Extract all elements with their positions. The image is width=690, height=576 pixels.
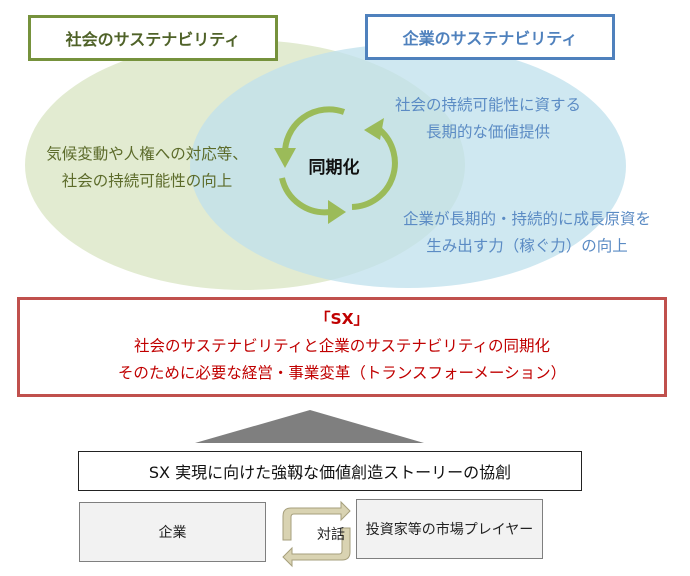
society-text-line-1: 気候変動や人権への対応等、 <box>46 145 248 163</box>
company-party-label: 企業 <box>158 525 187 541</box>
company-title-text: 企業のサステナビリティ <box>402 29 578 48</box>
society-title-text: 社会のサステナビリティ <box>65 30 241 49</box>
sync-label: 同期化 <box>308 158 360 178</box>
company-top-line-1: 社会の持続可能性に資する <box>394 96 581 114</box>
company-party-box: 企業 <box>79 502 266 562</box>
company-earning-power-description: 企業が長期的・持続的に成長原資を 生み出す力（稼ぐ力）の向上 <box>372 206 682 260</box>
triangle-arrow-icon <box>195 410 424 443</box>
cycle-arrowheads <box>274 118 384 224</box>
story-text: SX 実現に向けた強靱な価値創造ストーリーの協創 <box>148 463 512 482</box>
sx-line-1: 社会のサステナビリティと企業のサステナビリティの同期化 <box>133 337 551 355</box>
society-text-line-2: 社会の持続可能性の向上 <box>61 172 233 190</box>
investor-party-label: 投資家等の市場プレイヤー <box>365 522 534 538</box>
company-bottom-line-2: 生み出す力（稼ぐ力）の向上 <box>426 237 628 255</box>
company-value-description: 社会の持続可能性に資する 長期的な価値提供 <box>368 92 608 146</box>
dialogue-label: 対話 <box>317 527 345 543</box>
company-bottom-line-1: 企業が長期的・持続的に成長原資を <box>402 210 651 228</box>
cycle-arrows-icon <box>279 106 398 216</box>
sx-definition-box: 「SX」 社会のサステナビリティと企業のサステナビリティの同期化 そのために必要… <box>17 297 667 397</box>
exchange-arrows-icon <box>282 500 351 568</box>
society-sustainability-title: 社会のサステナビリティ <box>28 15 278 61</box>
company-sustainability-title: 企業のサステナビリティ <box>365 14 615 60</box>
value-creation-story-box: SX 実現に向けた強靱な価値創造ストーリーの協創 <box>78 451 582 491</box>
society-description: 気候変動や人権への対応等、 社会の持続可能性の向上 <box>28 141 266 195</box>
company-ellipse <box>190 44 626 288</box>
investor-party-box: 投資家等の市場プレイヤー <box>356 499 543 559</box>
company-top-line-2: 長期的な価値提供 <box>425 123 550 141</box>
sx-heading: 「SX」 <box>314 310 370 328</box>
sx-line-2: そのために必要な経営・事業変革（トランスフォーメーション） <box>117 364 567 382</box>
